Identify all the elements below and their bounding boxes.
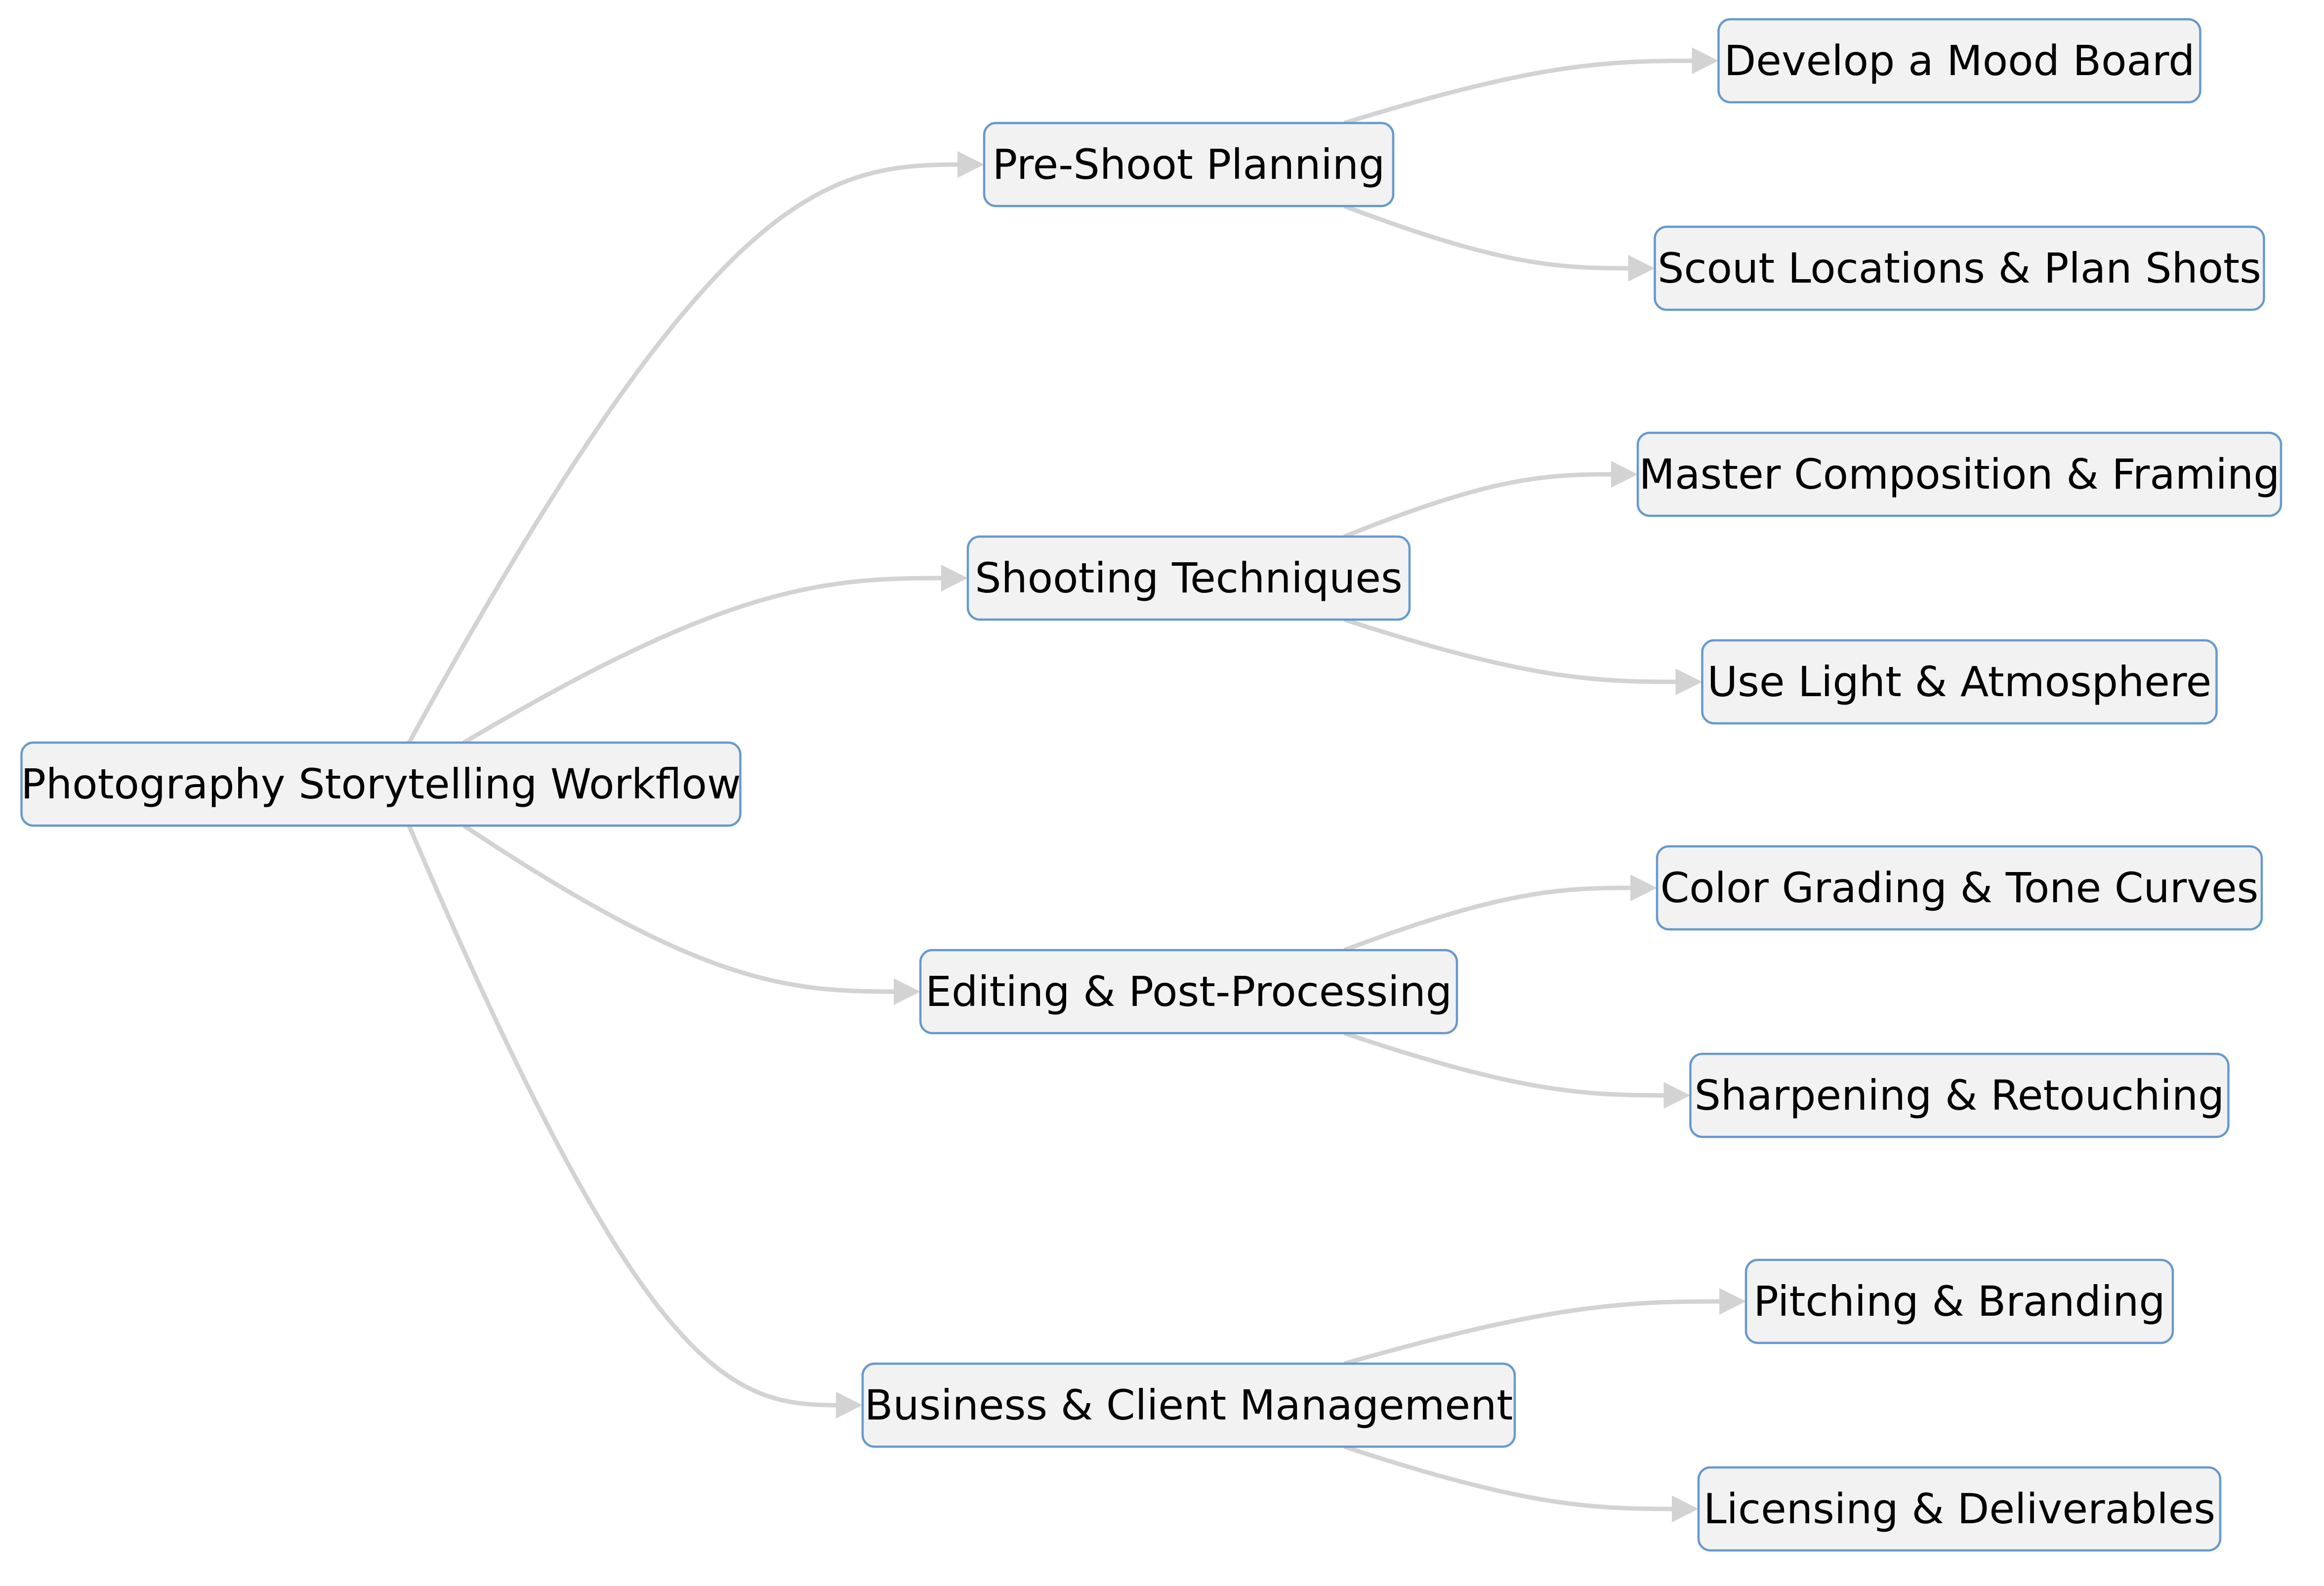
- edge-business-client-management-to-licensing-deliverables-arrowhead: [1672, 1496, 1699, 1522]
- edge-root-to-business-client-management: [407, 825, 836, 1408]
- node-use-light-atmosphere-box: [1701, 639, 2218, 725]
- edge-root-to-editing-post-processing: [462, 824, 894, 994]
- node-pre-shoot-planning: Pre-Shoot Planning: [983, 122, 1395, 208]
- node-color-grading-tone-curves: Color Grading & Tone Curves: [1656, 845, 2263, 931]
- node-pre-shoot-planning-box: [983, 122, 1395, 208]
- node-business-client-management-box: [861, 1362, 1516, 1448]
- node-color-grading-tone-curves-label: Color Grading & Tone Curves: [1660, 864, 2259, 912]
- edge-business-client-management-to-licensing-deliverables: [1343, 1444, 1672, 1511]
- node-develop-a-mood-board: Develop a Mood Board: [1717, 18, 2201, 104]
- edge-shooting-techniques-to-master-composition-framing-arrowhead: [1611, 461, 1638, 488]
- edge-pre-shoot-planning-to-develop-a-mood-board-arrowhead: [1692, 47, 1719, 74]
- node-pitching-branding-box: [1744, 1258, 2174, 1344]
- node-use-light-atmosphere-label: Use Light & Atmosphere: [1707, 658, 2212, 706]
- node-pre-shoot-planning-label: Pre-Shoot Planning: [993, 140, 1385, 189]
- edge-root-to-shooting-techniques-arrowhead: [941, 565, 968, 591]
- node-color-grading-tone-curves-box: [1656, 845, 2263, 931]
- node-master-composition-framing: Master Composition & Framing: [1636, 431, 2282, 517]
- node-root: Photography Storytelling Workflow: [20, 741, 742, 827]
- node-pitching-branding-label: Pitching & Branding: [1753, 1277, 2165, 1326]
- edge-editing-post-processing-to-color-grading-tone-curves-arrowhead: [1630, 875, 1657, 901]
- edge-root-to-business-client-management-arrowhead: [836, 1392, 863, 1419]
- node-scout-locations-plan-shots-label: Scout Locations & Plan Shots: [1658, 244, 2261, 292]
- edge-root-to-shooting-techniques: [462, 576, 942, 745]
- edge-root-to-pre-shoot-planning: [407, 162, 958, 744]
- node-editing-post-processing-box: [919, 949, 1458, 1035]
- node-business-client-management: Business & Client Management: [861, 1362, 1516, 1448]
- node-root-label: Photography Storytelling Workflow: [21, 760, 741, 808]
- edges-layer: [407, 47, 1746, 1522]
- node-pitching-branding: Pitching & Branding: [1744, 1258, 2174, 1344]
- node-develop-a-mood-board-box: [1717, 18, 2201, 104]
- node-licensing-deliverables: Licensing & Deliverables: [1697, 1466, 2222, 1552]
- node-editing-post-processing: Editing & Post-Processing: [919, 949, 1458, 1035]
- nodes-layer: Photography Storytelling Workflow Pre-Sho…: [20, 18, 2282, 1552]
- node-shooting-techniques-label: Shooting Techniques: [975, 554, 1403, 602]
- edge-root-to-editing-post-processing-arrowhead: [894, 978, 920, 1005]
- node-licensing-deliverables-label: Licensing & Deliverables: [1703, 1485, 2215, 1533]
- node-root-box: [20, 741, 742, 827]
- edge-editing-post-processing-to-sharpening-retouching-arrowhead: [1663, 1082, 1691, 1109]
- node-shooting-techniques: Shooting Techniques: [966, 535, 1411, 621]
- edge-editing-post-processing-to-color-grading-tone-curves: [1343, 885, 1631, 953]
- node-business-client-management-label: Business & Client Management: [865, 1381, 1513, 1429]
- node-develop-a-mood-board-label: Develop a Mood Board: [1724, 37, 2195, 85]
- edge-shooting-techniques-to-use-light-atmosphere: [1343, 617, 1676, 684]
- edge-business-client-management-to-pitching-branding: [1343, 1299, 1720, 1366]
- node-sharpening-retouching: Sharpening & Retouching: [1689, 1052, 2230, 1138]
- node-sharpening-retouching-label: Sharpening & Retouching: [1695, 1071, 2225, 1120]
- node-sharpening-retouching-box: [1689, 1052, 2230, 1138]
- node-scout-locations-plan-shots: Scout Locations & Plan Shots: [1654, 225, 2265, 311]
- node-licensing-deliverables-box: [1697, 1466, 2222, 1552]
- edge-pre-shoot-planning-to-scout-locations-plan-shots: [1343, 204, 1628, 271]
- edge-editing-post-processing-to-sharpening-retouching: [1343, 1031, 1664, 1098]
- node-scout-locations-plan-shots-box: [1654, 225, 2265, 311]
- edge-root-to-pre-shoot-planning-arrowhead: [957, 151, 984, 178]
- edge-pre-shoot-planning-to-develop-a-mood-board: [1343, 58, 1692, 125]
- node-editing-post-processing-label: Editing & Post-Processing: [925, 967, 1452, 1016]
- edge-business-client-management-to-pitching-branding-arrowhead: [1719, 1288, 1746, 1315]
- node-master-composition-framing-box: [1636, 431, 2282, 517]
- edge-shooting-techniques-to-master-composition-framing: [1343, 472, 1612, 539]
- node-shooting-techniques-box: [966, 535, 1411, 621]
- node-master-composition-framing-label: Master Composition & Framing: [1639, 450, 2280, 499]
- edge-pre-shoot-planning-to-scout-locations-plan-shots-arrowhead: [1628, 255, 1655, 282]
- edge-shooting-techniques-to-use-light-atmosphere-arrowhead: [1675, 668, 1702, 695]
- node-use-light-atmosphere: Use Light & Atmosphere: [1701, 639, 2218, 725]
